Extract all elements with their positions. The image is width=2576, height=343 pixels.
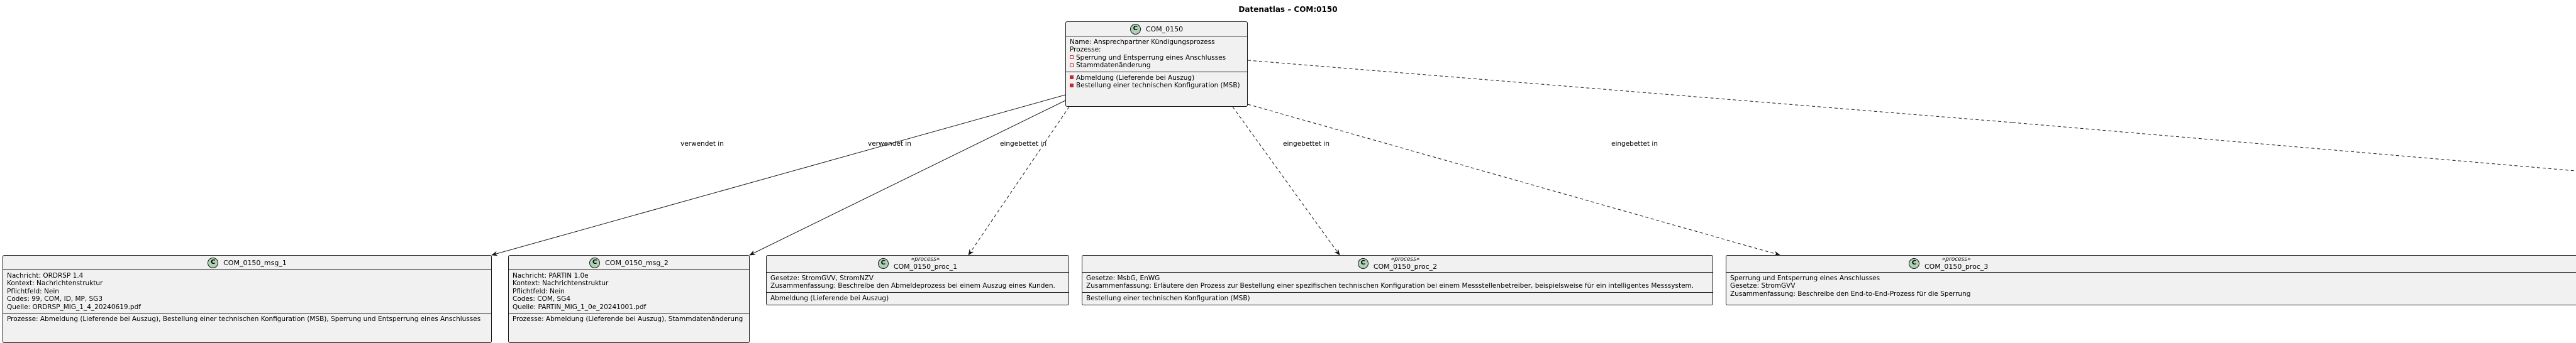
private-method-icon: [1070, 75, 1074, 80]
field-line: Codes: 99, COM, ID, MP, SG3: [7, 295, 103, 303]
edge-offscreen-2: [2012, 122, 2576, 172]
class-com-0150-msg-2[interactable]: C COM_0150_msg_2 Nachricht: PARTIN 1.0e …: [508, 255, 750, 343]
class-badge-icon: C: [1357, 258, 1368, 269]
field-line: Quelle: ORDRSP_MIG_1_4_20240619.pdf: [7, 303, 141, 311]
class-com-0150-proc-2[interactable]: C «process» COM_0150_proc_2 Gesetze: Msb…: [1082, 255, 1713, 305]
class-fields: Nachricht: ORDRSP 1.4 Kontext: Nachricht…: [3, 270, 491, 313]
field-prozesse-item: Stammdatenänderung: [1070, 62, 1243, 69]
field-line: Zusammenfassung: Beschreibe den Abmeldep…: [770, 282, 1055, 290]
edge-proc-2: [1232, 106, 1340, 256]
class-fields: Gesetze: MsbG, EnWG Zusammenfassung: Erl…: [1082, 272, 1713, 292]
field-line: Kontext: Nachrichtenstruktur: [7, 280, 103, 288]
field-prozesse-item: Sperrung und Entsperrung eines Anschluss…: [1070, 54, 1243, 62]
class-badge-icon: C: [589, 258, 601, 268]
field-line: Gesetze: StromGVV: [1730, 282, 1796, 290]
private-method-icon: [1070, 83, 1074, 87]
edge-proc-1: [968, 106, 1070, 256]
class-fields: Nachricht: PARTIN 1.0e Kontext: Nachrich…: [509, 270, 749, 313]
method-item: Prozesse: Abmeldung (Lieferende bei Ausz…: [513, 315, 743, 324]
class-header: C COM_0150_msg_1: [3, 256, 491, 270]
field-line: Gesetze: StromGVV, StromNZV: [770, 275, 874, 282]
class-methods: Prozesse: Abmeldung (Lieferende bei Ausz…: [3, 313, 491, 325]
field-line: Kontext: Nachrichtenstruktur: [513, 280, 609, 288]
class-header: C COM_0150_msg_2: [509, 256, 749, 270]
class-badge-icon: C: [208, 258, 219, 268]
class-methods: Abmeldung (Lieferende bei Auszug) Bestel…: [1066, 71, 1247, 92]
class-methods: Bestellung einer technischen Konfigurati…: [1082, 291, 1713, 304]
field-line: Nachricht: PARTIN 1.0e: [513, 272, 589, 280]
private-field-icon: [1070, 55, 1074, 60]
private-field-icon: [1070, 63, 1074, 67]
class-name: COM_0150_proc_2: [1373, 263, 1438, 271]
class-methods: Prozesse: Abmeldung (Lieferende bei Ausz…: [509, 313, 749, 325]
field-line: Nachricht: ORDRSP 1.4: [7, 272, 84, 280]
field-line: Pflichtfeld: Nein: [7, 287, 59, 295]
class-badge-icon: C: [1130, 24, 1141, 35]
class-com-0150-proc-3[interactable]: C «process» COM_0150_proc_3 Sperrung und…: [1726, 255, 2576, 305]
class-header: C COM_0150: [1066, 22, 1247, 36]
field-line: Pflichtfeld: Nein: [513, 287, 565, 295]
class-header: C «process» COM_0150_proc_1: [767, 256, 1069, 272]
method-item: Abmeldung (Lieferende bei Auszug): [770, 294, 889, 302]
class-stereotype: «process»: [1391, 256, 1420, 263]
field-line: Gesetze: MsbG, EnWG: [1086, 275, 1160, 282]
edge-offscreen: [1247, 60, 2013, 123]
class-header: C «process» COM_0150_proc_3: [1726, 256, 2576, 272]
edge-label-msg-1: verwendet in: [680, 140, 724, 148]
edges-layer: [491, 60, 2576, 256]
class-header: C «process» COM_0150_proc_2: [1082, 256, 1713, 272]
class-fields: Sperrung und Entsperrung eines Anschluss…: [1726, 272, 2576, 300]
class-name: COM_0150: [1145, 25, 1184, 33]
class-badge-icon: C: [1909, 258, 1919, 269]
edge-label-proc-3: eingebettet in: [1611, 140, 1658, 148]
class-stereotype: «process»: [1941, 256, 1971, 263]
class-name: COM_0150_proc_3: [1924, 263, 1989, 271]
class-com-0150[interactable]: C COM_0150 Name: Ansprechpartner Kündigu…: [1065, 21, 1248, 107]
edge-msg-1: [491, 94, 1066, 256]
edge-label-proc-1: eingebettet in: [1000, 140, 1047, 148]
field-name: Name: Ansprechpartner Kündigungsprozess: [1070, 38, 1215, 46]
method-item: Prozesse: Abmeldung (Lieferende bei Ausz…: [7, 315, 481, 324]
class-methods: Abmeldung (Lieferende bei Auszug): [767, 291, 1069, 304]
method-item: Bestellung einer technischen Konfigurati…: [1070, 82, 1243, 89]
edge-label-proc-2: eingebettet in: [1283, 140, 1330, 148]
edge-msg-2: [749, 100, 1066, 256]
class-badge-icon: C: [877, 258, 889, 269]
field-prozesse-label: Prozesse:: [1070, 46, 1101, 54]
class-fields: Gesetze: StromGVV, StromNZV Zusammenfass…: [767, 272, 1069, 292]
class-name: COM_0150_proc_1: [893, 263, 958, 271]
field-line: Zusammenfassung: Erläutere den Prozess z…: [1086, 282, 1694, 290]
class-com-0150-proc-1[interactable]: C «process» COM_0150_proc_1 Gesetze: Str…: [766, 255, 1069, 305]
field-line: Zusammenfassung: Beschreibe den End-to-E…: [1730, 290, 1971, 298]
class-stereotype: «process»: [911, 256, 940, 263]
edge-proc-3: [1247, 104, 1780, 256]
field-line: Codes: COM, SG4: [513, 295, 571, 303]
edge-label-msg-2: verwendet in: [868, 140, 911, 148]
diagram-title: Datenatlas – COM:0150: [1238, 5, 1338, 14]
class-fields: Name: Ansprechpartner Kündigungsprozess …: [1066, 36, 1247, 72]
field-line: Quelle: PARTIN_MIG_1_0e_20241001.pdf: [513, 303, 647, 311]
method-item: Bestellung einer technischen Konfigurati…: [1086, 294, 1250, 302]
class-com-0150-msg-1[interactable]: C COM_0150_msg_1 Nachricht: ORDRSP 1.4 K…: [3, 255, 492, 343]
method-item: Abmeldung (Lieferende bei Auszug): [1070, 74, 1243, 82]
class-name: COM_0150_msg_2: [605, 259, 669, 267]
field-line: Sperrung und Entsperrung eines Anschluss…: [1730, 275, 1880, 282]
class-name: COM_0150_msg_1: [223, 259, 287, 267]
